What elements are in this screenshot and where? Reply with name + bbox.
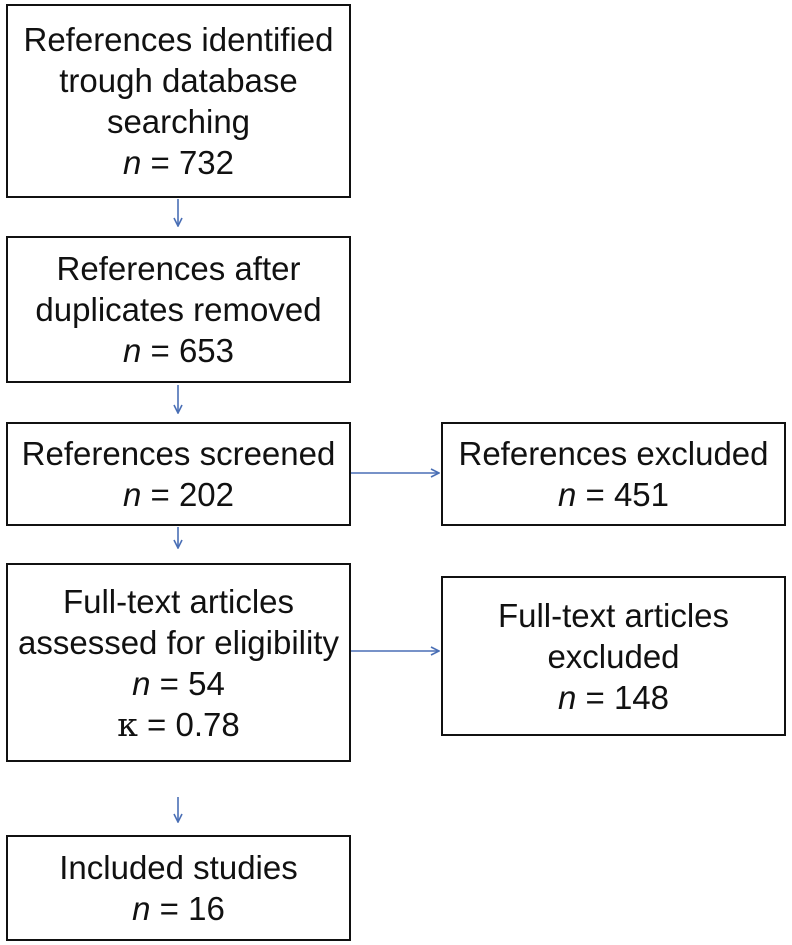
deduplicated-box: References after duplicates removed n = … [6, 236, 351, 383]
included-count: n = 16 [132, 890, 225, 927]
screened-box: References screened n = 202 [6, 422, 351, 526]
excluded-fulltext-label-line-2: excluded [547, 637, 680, 675]
deduplicated-label-line-1: References after [56, 250, 301, 287]
assessed-label-line-2: assessed for eligibility [18, 623, 339, 661]
included-label-line-1: Included studies [59, 849, 298, 886]
deduplicated-count: n = 653 [122, 332, 235, 369]
identified-box: References identified trough database se… [6, 4, 351, 198]
identified-label-line-2: trough database [59, 62, 298, 99]
screened-label-line-1: References screened [21, 435, 336, 472]
screened-count: n = 202 [122, 476, 235, 513]
excluded-screening-count: n = 451 [557, 476, 670, 513]
excluded-fulltext-count: n = 148 [557, 678, 670, 716]
excluded-fulltext-label-line-1: Full-text articles [497, 596, 730, 634]
identified-count: n = 732 [122, 144, 235, 181]
identified-label-line-3: searching [106, 103, 251, 140]
excluded-fulltext-box: Full-text articles excluded n = 148 [441, 576, 786, 736]
deduplicated-label-line-2: duplicates removed [35, 291, 322, 328]
identified-label-line-1: References identified [23, 21, 334, 58]
assessed-count: n = 54 [132, 664, 225, 702]
assessed-box: Full-text articles assessed for eligibil… [6, 563, 351, 762]
kappa-value: κ = 0.78 [117, 704, 240, 744]
excluded-screening-label-line-1: References excluded [458, 435, 769, 472]
assessed-label-line-1: Full-text articles [62, 582, 295, 620]
included-box: Included studies n = 16 [6, 835, 351, 941]
excluded-screening-box: References excluded n = 451 [441, 422, 786, 526]
